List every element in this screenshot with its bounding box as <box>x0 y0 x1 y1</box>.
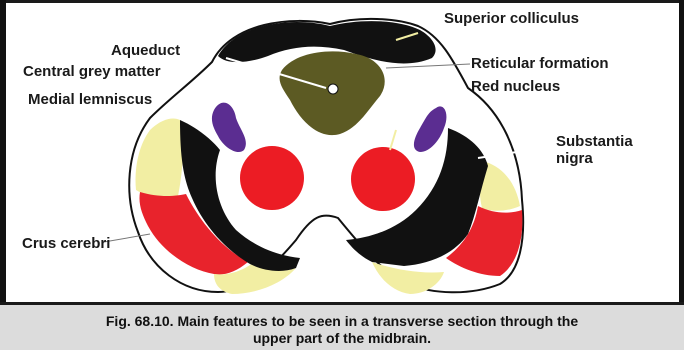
red-nucleus-right <box>351 147 415 211</box>
label-reticular-formation: Reticular formation <box>471 55 609 72</box>
figure-caption-line-2: upper part of the midbrain. <box>0 330 684 346</box>
label-aqueduct: Aqueduct <box>111 42 180 59</box>
label-substantia-nigra: Substantia nigra <box>556 133 633 167</box>
label-superior-colliculus: Superior colliculus <box>444 10 579 27</box>
label-crus-cerebri: Crus cerebri <box>22 235 110 252</box>
aqueduct <box>328 84 338 94</box>
label-medial-lemniscus: Medial lemniscus <box>28 91 152 108</box>
figure-caption-line-1: Fig. 68.10. Main features to be seen in … <box>0 313 684 329</box>
red-nucleus-left <box>240 146 304 210</box>
label-central-grey-matter: Central grey matter <box>23 63 161 80</box>
label-red-nucleus: Red nucleus <box>471 78 560 95</box>
